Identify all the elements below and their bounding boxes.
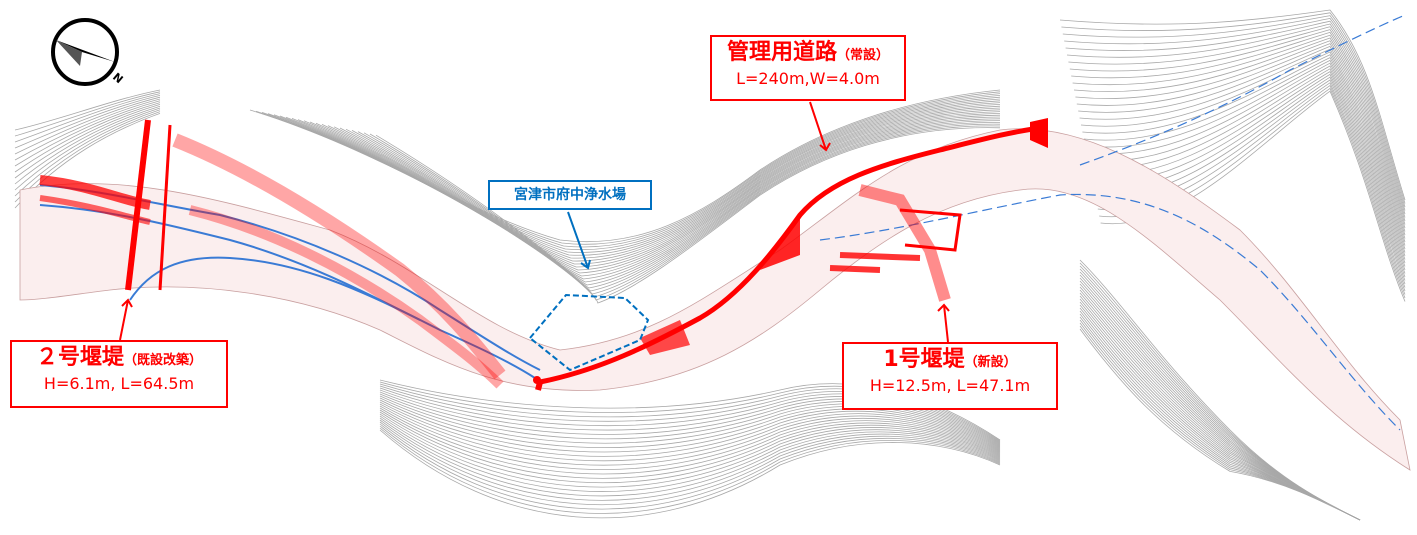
contour-line [379,425,1001,510]
contour-line [14,109,161,197]
contour-line [379,423,1001,506]
road-note: （常設） [837,48,890,63]
contour-line [1066,23,1406,218]
contour-line [14,111,161,203]
contour-line [379,427,1001,514]
contour-line [14,105,161,185]
contour-line [1080,51,1406,253]
contour-line [1062,15,1406,208]
callout-water-plant: 宮津市府中浄水場 [488,180,652,210]
valley-floor [19,128,1411,471]
contour-line [1069,29,1406,225]
contour-line [14,102,161,173]
contour-line [379,399,1001,453]
contour-line [379,419,1001,497]
callout-dam-2: ２号堰堤（既設改築） H=6.1m, L=64.5m [10,340,228,408]
contour-line [379,397,1001,450]
contour-line [1079,283,1361,521]
contour-line [1059,9,1406,201]
road-spec: L=240m,W=4.0m [736,69,880,88]
dam1-title: 1号堰堤 [883,347,965,372]
contour-line [14,96,161,155]
contour-line [357,121,1001,295]
contour-line [321,111,1001,277]
contour-line [1089,68,1406,274]
water-plant-boundary [528,293,650,372]
contour-line [14,107,161,191]
contour-line [379,417,1001,492]
road-title: 管理用道路 [726,40,837,65]
contour-line [339,116,1001,286]
plant-title: 宮津市府中浄水場 [514,187,626,203]
dam1-spec: H=12.5m, L=47.1m [869,376,1031,395]
contour-line [1065,20,1406,215]
contour-line [14,95,161,149]
contour-line [1078,45,1406,246]
contour-line [14,91,161,137]
dam1-note: （新設） [964,355,1017,370]
north-arrow-icon: N [51,18,125,86]
contour-line [1076,43,1406,243]
contour-line [379,421,1001,501]
contour-line [379,405,1001,466]
callout-management-road: 管理用道路（常設） L=240m,W=4.0m [710,35,906,101]
dam2-title: ２号堰堤 [35,345,124,370]
contour-line [1093,76,1406,285]
contour-line [363,123,1001,298]
contour-line [14,100,161,167]
contour-line [14,93,161,143]
contour-line [379,395,1001,449]
contour-line [327,113,1001,280]
contour-line [379,393,1001,448]
contour-line [379,391,1001,447]
contour-line [1092,73,1406,281]
contour-line [379,389,1001,446]
contour-line [14,104,161,179]
contour-line [1086,62,1406,267]
dam2-note: （既設改築） [124,353,203,368]
contour-line [345,118,1001,289]
contour-line [379,411,1001,479]
contour-line [351,120,1001,292]
compass-label: N [110,70,125,86]
contour-line [379,401,1001,457]
contour-line [369,125,1001,301]
contour-line [14,98,161,161]
proposed-works [39,118,1048,391]
contour-line [1071,31,1406,229]
contour-line [379,429,1001,519]
callout-arrows [119,101,950,343]
contour-line [1079,328,1361,521]
callout-dam-1: 1号堰堤（新設） H=12.5m, L=47.1m [842,342,1058,410]
contour-line [1090,71,1406,278]
contour-line [379,407,1001,470]
contour-line [1061,12,1406,204]
contour-line [333,114,1001,283]
contour-line [379,403,1001,462]
contour-line [315,109,1001,274]
contour-line [1085,59,1406,264]
contour-line [375,127,1001,304]
contour-line [1079,48,1406,250]
contour-line [1075,40,1406,239]
contour-line [1072,34,1406,232]
contour-line [1087,65,1406,271]
dam2-spec: H=6.1m, L=64.5m [43,374,195,393]
contour-line [379,415,1001,488]
contour-line [1082,54,1406,257]
contour-line [379,413,1001,484]
contour-line [14,89,161,131]
contour-line [1073,37,1406,236]
contour-line [379,409,1001,475]
contour-line [1068,26,1406,222]
contour-line [1064,17,1406,211]
